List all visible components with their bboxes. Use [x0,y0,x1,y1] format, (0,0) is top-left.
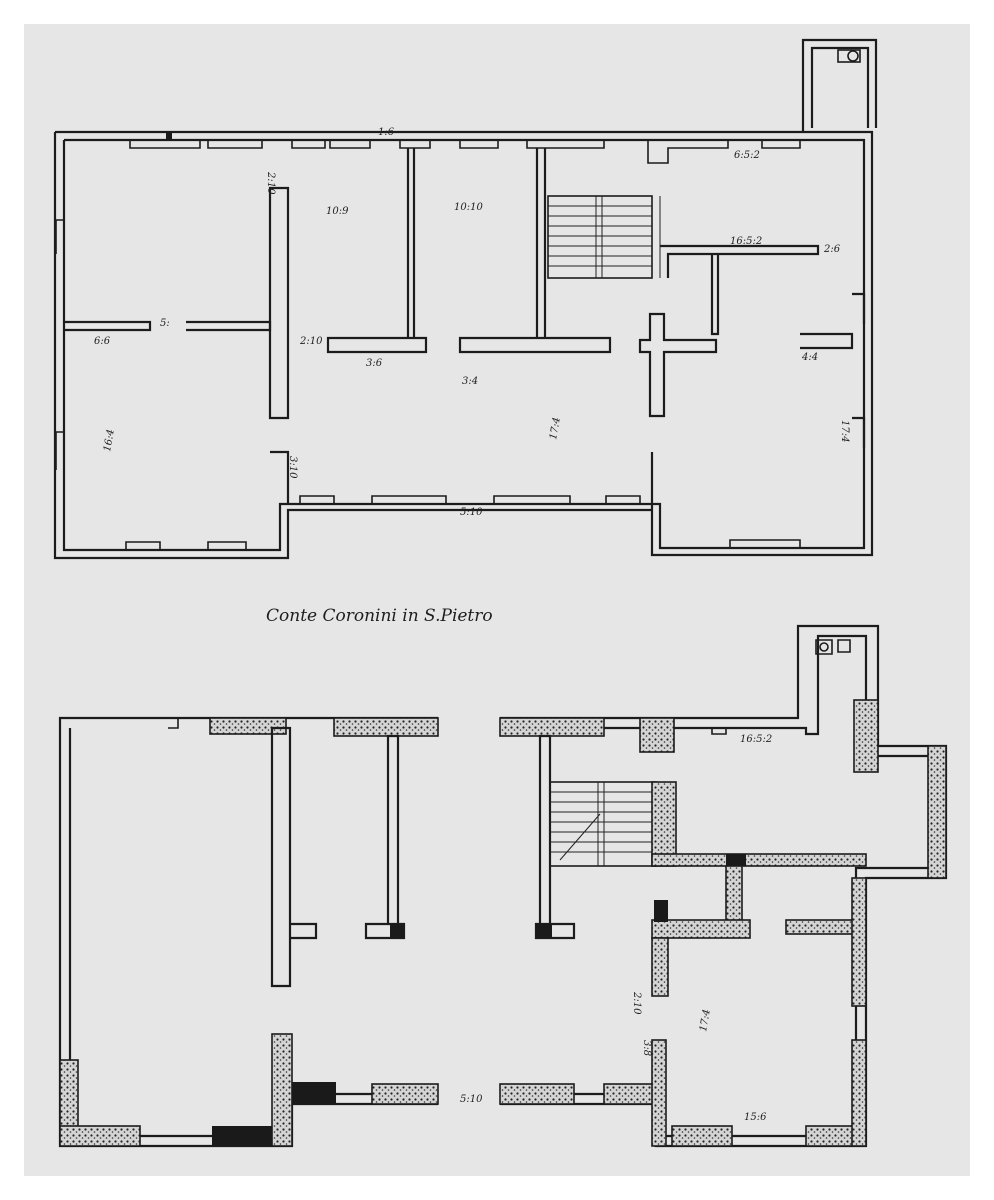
dim-upper-16: 17:4 [839,420,850,442]
lower-solid-south-4 [292,1082,336,1104]
lower-masonry-east-2 [851,1039,867,1147]
dim-upper-11: 3:6 [366,358,383,369]
dim-lower-4: 3:8 [641,1040,652,1056]
dim-upper-10: 2:10 [299,336,323,347]
lower-east-column [534,734,576,940]
lower-masonry-south-6 [499,1083,575,1105]
lower-column-wall [364,734,406,940]
plan-title: Conte Coronini in S.Pietro [266,606,493,626]
dim-upper-2: 2:10 [265,171,276,195]
lower-spine-wall [270,726,318,988]
lower-masonry-tower-base [853,699,879,773]
dim-upper-3: 10:9 [326,206,349,217]
upper-tower [801,38,878,132]
lower-masonry-top-right [499,717,605,737]
lower-masonry-top-mid [209,717,287,735]
lower-pier-b [651,919,751,939]
lower-masonry-south-9 [671,1125,733,1147]
lower-masonry-east [927,745,947,879]
upper-top-mark [166,132,172,140]
lower-top-small-piers [168,717,727,735]
lower-east-column-base [536,924,552,938]
upper-floor-plan [53,38,878,560]
dim-upper-1: 1:6 [378,127,395,138]
upper-tower-fixture [837,49,861,63]
dim-upper-14: 3:10 [287,456,298,479]
dim-lower-2: 5:10 [460,1094,483,1105]
lower-cross-wall [651,853,867,867]
lower-solid-south-2 [212,1126,282,1146]
upper-staircase [547,195,661,279]
lower-cross-wall-solid [726,854,746,866]
upper-room-2-wall [326,148,428,354]
dim-lower-5: 17:4 [698,1008,713,1032]
dim-lower-6: 15:6 [744,1112,767,1123]
dim-upper-9: 5: [160,318,170,329]
dim-upper-18: 17:4 [548,416,563,440]
lower-pier-a [725,865,743,925]
drawing-sheet [24,24,970,1176]
lower-masonry-south-7 [603,1083,657,1105]
lower-right-outer-wall [500,624,948,1148]
upper-outer-wall [53,130,874,560]
upper-top-piers [129,140,801,164]
lower-column-base [390,924,404,938]
dim-upper-5: 6:5:2 [734,150,760,161]
lower-floor-plan [58,624,948,1148]
lower-pier-b-solid [654,900,668,922]
dim-upper-4: 10:10 [454,202,483,213]
upper-spine-wall-left [268,186,290,420]
lower-masonry-south-1 [59,1125,141,1147]
lower-pier-c [651,937,669,997]
upper-dimensions: 1:6 2:10 10:9 10:10 6:5:2 16:5:2 2:6 6:6… [94,127,850,518]
lower-pier-e [851,877,867,1007]
lower-tower-well-icon [819,642,829,652]
lower-masonry-top-left [333,717,439,737]
dim-upper-13: 16:4 [102,428,117,452]
dim-upper-17: 5:10 [460,507,483,518]
dim-lower-3: 2:10 [631,991,642,1015]
lower-pier-d [785,919,857,935]
upper-right-east-piers [800,292,866,448]
dim-upper-15: 4:4 [801,352,818,363]
lower-masonry-south-5 [371,1083,439,1105]
upper-bottom-piers [125,495,801,550]
lower-stair-wall [651,781,677,867]
lower-masonry-south-8 [651,1039,667,1147]
dim-upper-7: 2:6 [823,244,841,255]
lower-masonry-south-3 [271,1033,293,1147]
lower-tower-fixtures [815,639,851,655]
upper-right-partitions [638,244,820,418]
dim-upper-12: 3:4 [462,376,478,387]
lower-left-outer-wall [58,716,438,1148]
dim-lower-1: 16:5:2 [740,734,772,745]
upper-tower-well-icon [847,50,859,62]
dim-upper-8: 6:6 [94,336,111,347]
lower-staircase [549,781,657,867]
upper-left-piers [55,219,64,470]
lower-masonry-pier-1 [639,717,675,753]
upper-spine-wall-left-lower [270,450,290,504]
lower-dimensions: 16:5:2 5:10 2:10 3:8 17:4 15:6 [460,734,772,1123]
upper-room-3-wall [458,148,612,354]
dim-upper-6: 16:5:2 [730,236,762,247]
